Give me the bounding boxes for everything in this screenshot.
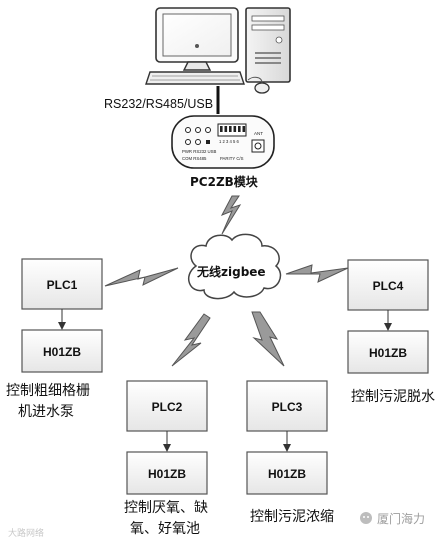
module-caption: PC2ZB模块 (190, 174, 259, 189)
plc1-caption-line2: 机进水泵 (18, 404, 74, 420)
computer-icon (145, 7, 291, 94)
interface-label: RS232/RS485/USB (104, 97, 213, 111)
wechat-logo-icon (360, 512, 372, 524)
plc3-label: PLC3 (272, 400, 303, 414)
panel-text-row3: PARITY C/S (220, 156, 244, 161)
plc2-caption-line2: 氧、好氧池 (130, 521, 200, 537)
plc1-label: PLC1 (47, 278, 78, 292)
plc2-box (126, 380, 208, 432)
plc2-label: PLC2 (152, 400, 183, 414)
wireless-link-module (220, 195, 242, 235)
plc1-node-box (21, 329, 103, 373)
plc1-caption-line1: 控制粗细格栅 (6, 383, 90, 399)
watermark-left: 大路网络 (8, 527, 44, 539)
watermark-right-text: 厦门海力 (377, 511, 425, 526)
pc2zb-module-icon: 1 2 3 4 5 6 ANT PWR RS232 USB COM RS485 … (171, 115, 275, 169)
watermark-right: 厦门海力 (360, 511, 425, 526)
plc2-node-box (126, 451, 208, 495)
panel-text-row2: COM RS485 (182, 156, 207, 161)
panel-text-row1: PWR RS232 USB (182, 149, 217, 154)
plc4-caption-line1: 控制污泥脱水 (351, 389, 435, 405)
wireless-link-plc2 (171, 313, 211, 367)
plc3-node-label: H01ZB (268, 467, 306, 481)
wireless-link-plc1 (104, 267, 179, 287)
dip-numbers: 1 2 3 4 5 6 (219, 139, 239, 144)
plc2-caption-line1: 控制厌氧、缺 (124, 500, 208, 516)
zigbee-cloud (187, 233, 282, 300)
plc1-node-label: H01ZB (43, 345, 81, 359)
wireless-link-plc3 (251, 311, 285, 367)
plc4-node-box (347, 330, 429, 374)
plc2-node-label: H01ZB (148, 467, 186, 481)
plc4-label: PLC4 (373, 279, 404, 293)
plc4-box (347, 259, 429, 311)
plc1-box (21, 258, 103, 310)
network-label: 无线zigbee (196, 264, 266, 279)
plc3-node-box (246, 451, 328, 495)
panel-ant-label: ANT (254, 131, 263, 136)
plc4-node-label: H01ZB (369, 346, 407, 360)
plc3-caption-line1: 控制污泥浓缩 (250, 509, 334, 525)
wireless-link-plc4 (285, 264, 349, 283)
